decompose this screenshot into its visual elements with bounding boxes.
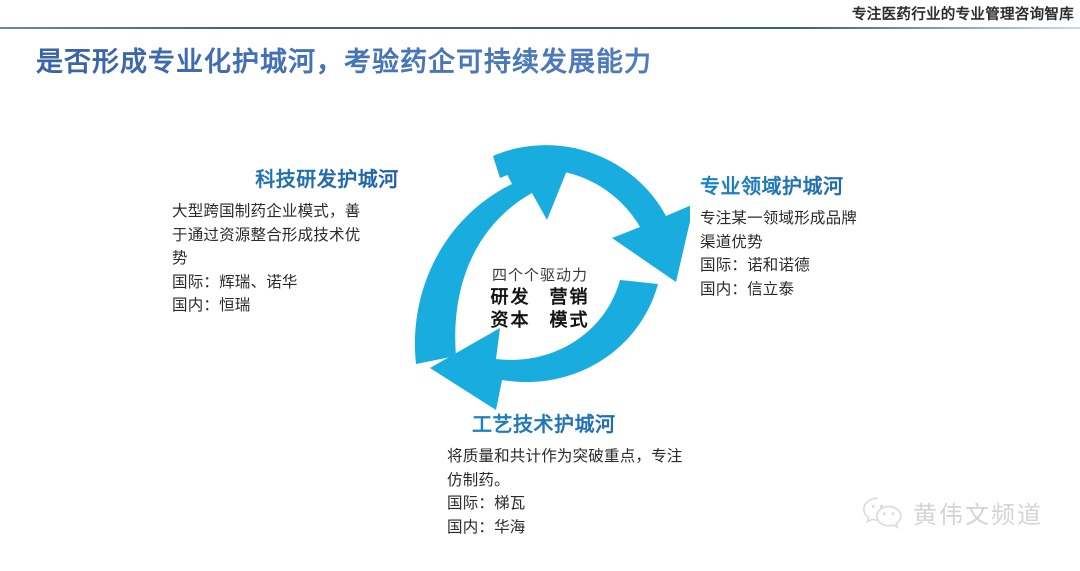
moat-heading-process: 工艺技术护城河 (447, 408, 747, 437)
moat-line: 国内：华海 (447, 518, 526, 536)
moat-line: 于通过资源整合形成技术优 (172, 226, 361, 244)
moat-block-process: 工艺技术护城河 将质量和共计作为突破重点，专注 仿制药。 国际：梯瓦 国内：华海 (447, 408, 747, 539)
moat-line: 国内：信立泰 (700, 280, 795, 298)
moat-heading-domain: 专业领域护城河 (700, 170, 960, 199)
header-divider (0, 27, 1080, 29)
header-band: 专注医药行业的专业管理咨询智库 (0, 0, 1080, 27)
watermark: 黄伟文频道 (862, 495, 1043, 530)
moat-body-domain: 专注某一领域形成品牌 渠道优势 国际：诺和诺德 国内：信立泰 (700, 207, 960, 301)
moat-heading-tech: 科技研发护城河 (172, 163, 424, 192)
cycle-arrow-3 (430, 280, 658, 410)
header-tagline: 专注医药行业的专业管理咨询智库 (852, 7, 1074, 23)
moat-line: 将质量和共计作为突破重点，专注 (447, 448, 683, 465)
moat-block-tech: 科技研发护城河 大型跨国制药企业模式，善 于通过资源整合形成技术优 势 国际：辉… (172, 163, 424, 318)
moat-body-process: 将质量和共计作为突破重点，专注 仿制药。 国际：梯瓦 国内：华海 (447, 445, 747, 539)
moat-line: 国际：辉瑞、诺华 (172, 273, 298, 291)
moat-line: 国际：梯瓦 (447, 495, 526, 513)
cycle-arrow-2 (493, 145, 690, 282)
moat-body-tech: 大型跨国制药企业模式，善 于通过资源整合形成技术优 势 国际：辉瑞、诺华 国内：… (172, 200, 424, 318)
moat-line: 国际：诺和诺德 (700, 257, 810, 275)
moat-line: 仿制药。 (447, 471, 510, 489)
moat-line: 势 (172, 250, 188, 268)
page-title: 是否形成专业化护城河，考验药企可持续发展能力 (36, 40, 652, 79)
cycle-arrow-1 (414, 148, 576, 364)
watermark-label: 黄伟文频道 (913, 502, 1043, 529)
moat-line: 国内：恒瑞 (172, 297, 251, 315)
moat-block-domain: 专业领域护城河 专注某一领域形成品牌 渠道优势 国际：诺和诺德 国内：信立泰 (700, 170, 960, 301)
wechat-icon (862, 496, 904, 530)
moat-line: 专注某一领域形成品牌 (700, 210, 858, 227)
moat-line: 大型跨国制药企业模式，善 (172, 203, 361, 220)
cycle-diagram (390, 112, 690, 432)
moat-line: 渠道优势 (700, 233, 763, 251)
cycle-arrows-svg (414, 145, 690, 410)
